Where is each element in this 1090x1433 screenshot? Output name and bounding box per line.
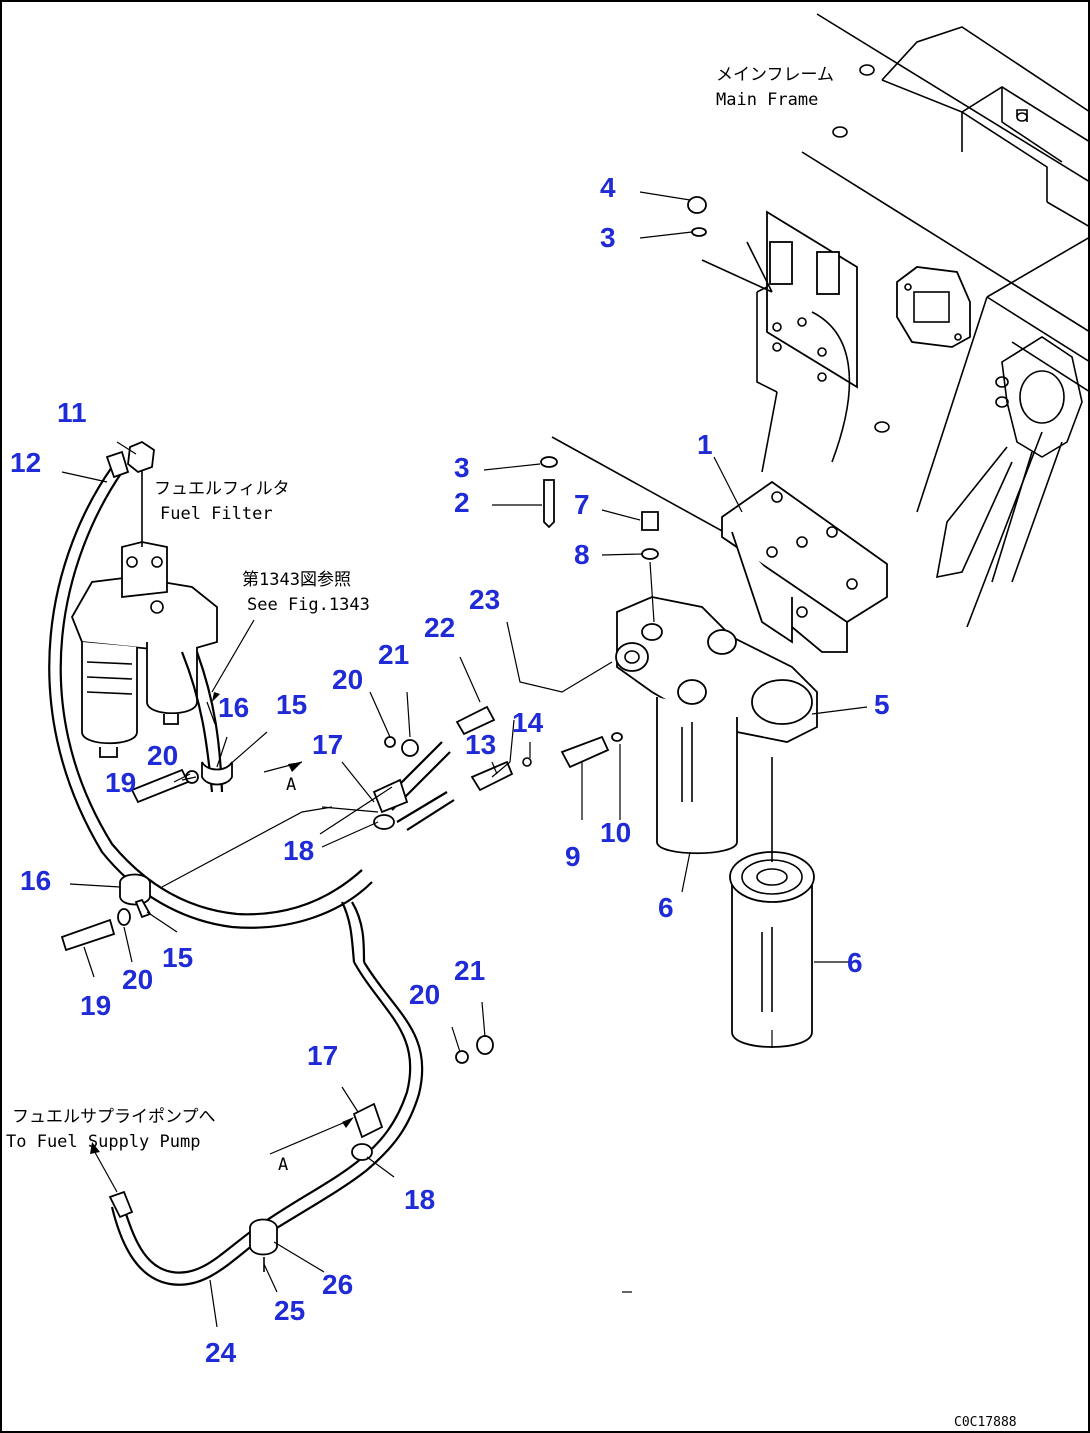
callout-21: 21 bbox=[378, 639, 409, 670]
main-frame-label-en: Main Frame bbox=[716, 90, 818, 110]
filter-mount-plate bbox=[551, 436, 888, 653]
hose-from-filter bbox=[180, 651, 233, 793]
callout-1: 1 bbox=[697, 429, 713, 460]
to-pump-label-jp: フュエルサプライポンプへ bbox=[12, 1107, 216, 1127]
to-pump-label-en: To Fuel Supply Pump bbox=[6, 1132, 200, 1152]
callout-9: 9 bbox=[565, 841, 581, 872]
callout-2: 2 bbox=[454, 487, 470, 518]
fuel-tube-main bbox=[108, 741, 455, 1286]
callout-18: 18 bbox=[283, 835, 314, 866]
callout-15: 15 bbox=[276, 689, 307, 720]
callout-5: 5 bbox=[874, 689, 890, 720]
see-fig-label-jp: 第1343図参照 bbox=[242, 570, 351, 590]
callout-20: 20 bbox=[332, 664, 363, 695]
fuel-filter-assembly bbox=[71, 457, 218, 758]
main-frame bbox=[801, 13, 1088, 628]
callout-15: 15 bbox=[162, 942, 193, 973]
callout-20: 20 bbox=[122, 964, 153, 995]
callout-19: 19 bbox=[105, 767, 136, 798]
filter-element-installed bbox=[656, 697, 738, 855]
fuel-filter-label-jp: フュエルフィルタ bbox=[154, 479, 290, 499]
callout-20: 20 bbox=[147, 740, 178, 771]
callout-16: 16 bbox=[20, 865, 51, 896]
callout-14: 14 bbox=[512, 707, 544, 738]
drawing-code: C0C17888 bbox=[954, 1415, 1017, 1430]
callout-18: 18 bbox=[404, 1184, 435, 1215]
callout-26: 26 bbox=[322, 1269, 353, 1300]
callout-4: 4 bbox=[600, 172, 616, 203]
filter-element-removed bbox=[729, 757, 815, 1048]
callout-22: 22 bbox=[424, 612, 455, 643]
fuel-filter-label-en: Fuel Filter bbox=[160, 504, 273, 524]
fitting-11 bbox=[127, 440, 155, 474]
callout-6: 6 bbox=[658, 892, 674, 923]
leader-lines bbox=[61, 191, 868, 1328]
view-mark-a-lower: A bbox=[278, 1155, 288, 1175]
annotations: メインフレーム Main Frame フュエルフィルタ Fuel Filter … bbox=[6, 65, 1017, 1430]
callout-21: 21 bbox=[454, 955, 485, 986]
callout-24: 24 bbox=[205, 1337, 237, 1368]
callout-3: 3 bbox=[600, 222, 616, 253]
callout-8: 8 bbox=[574, 539, 590, 570]
callout-23: 23 bbox=[469, 584, 500, 615]
callout-12: 12 bbox=[10, 447, 41, 478]
callout-13: 13 bbox=[465, 729, 496, 760]
callout-17: 17 bbox=[312, 729, 343, 760]
main-frame-label-jp: メインフレーム bbox=[716, 65, 834, 85]
callout-11: 11 bbox=[57, 397, 87, 428]
view-mark-a-upper: A bbox=[286, 775, 296, 795]
hardware bbox=[60, 196, 707, 1272]
callouts: 1 2 3 3 4 5 6 6 7 8 9 10 11 12 13 14 15 … bbox=[10, 172, 890, 1368]
callout-19: 19 bbox=[80, 990, 111, 1021]
callout-6: 6 bbox=[847, 947, 863, 978]
callout-17: 17 bbox=[307, 1040, 338, 1071]
callout-7: 7 bbox=[574, 489, 590, 520]
callout-20: 20 bbox=[409, 979, 440, 1010]
callout-3: 3 bbox=[454, 452, 470, 483]
callout-16: 16 bbox=[218, 692, 249, 723]
filter-head bbox=[615, 596, 818, 743]
callout-10: 10 bbox=[600, 817, 631, 848]
see-fig-label-en: See Fig.1343 bbox=[247, 595, 370, 615]
callout-25: 25 bbox=[274, 1295, 305, 1326]
frame-bracket bbox=[701, 210, 858, 473]
